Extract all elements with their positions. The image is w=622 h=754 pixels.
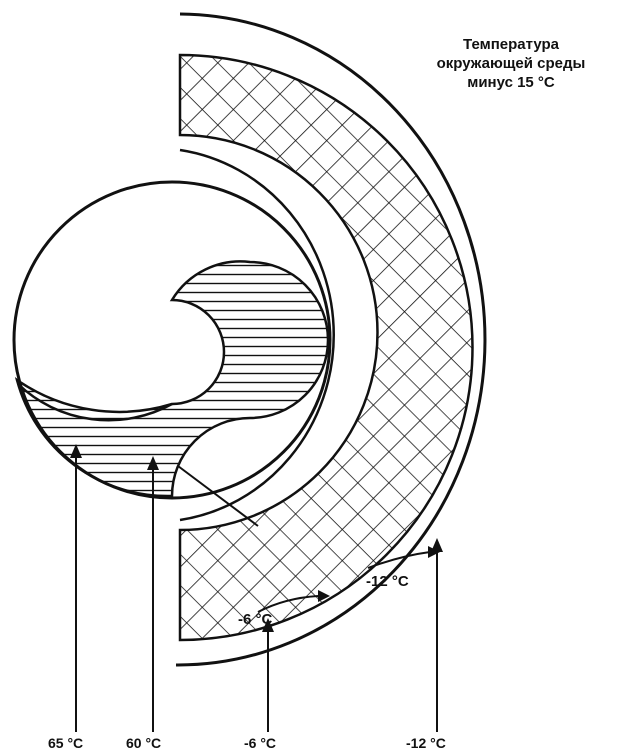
title-line-2: окружающей среды	[436, 55, 586, 72]
bottom-label-60: 60 °C	[126, 735, 162, 751]
pointer-minus6-head	[262, 618, 274, 632]
s-curve-left	[17, 383, 173, 422]
callout-minus6-label: -6 °C	[238, 611, 273, 628]
title-line-1: Температура	[463, 36, 559, 53]
arrow-minus12-inner	[367, 551, 431, 569]
ambient-temperature-title: Температура окружающей среды минус 15 °C	[400, 35, 622, 92]
title-line-3: минус 15 °C	[467, 74, 555, 91]
pointer-65-head	[70, 444, 82, 458]
bottom-label-minus6: -6 °C	[244, 735, 277, 751]
pointer-minus12-head	[431, 538, 443, 552]
outer-arc	[175, 12, 487, 667]
arrowhead-minus6-inner	[318, 590, 330, 602]
isotherm-arc-minus6	[179, 148, 335, 522]
hatched-zone	[14, 260, 330, 498]
leader-line	[177, 465, 259, 527]
pointer-60-head	[147, 456, 159, 470]
arrow-minus6-inner	[257, 595, 319, 613]
bottom-label-minus12: -12 °C	[406, 735, 446, 751]
bottom-label-65: 65 °C	[48, 735, 84, 751]
callout-minus12-label: -12 °C	[366, 573, 409, 590]
